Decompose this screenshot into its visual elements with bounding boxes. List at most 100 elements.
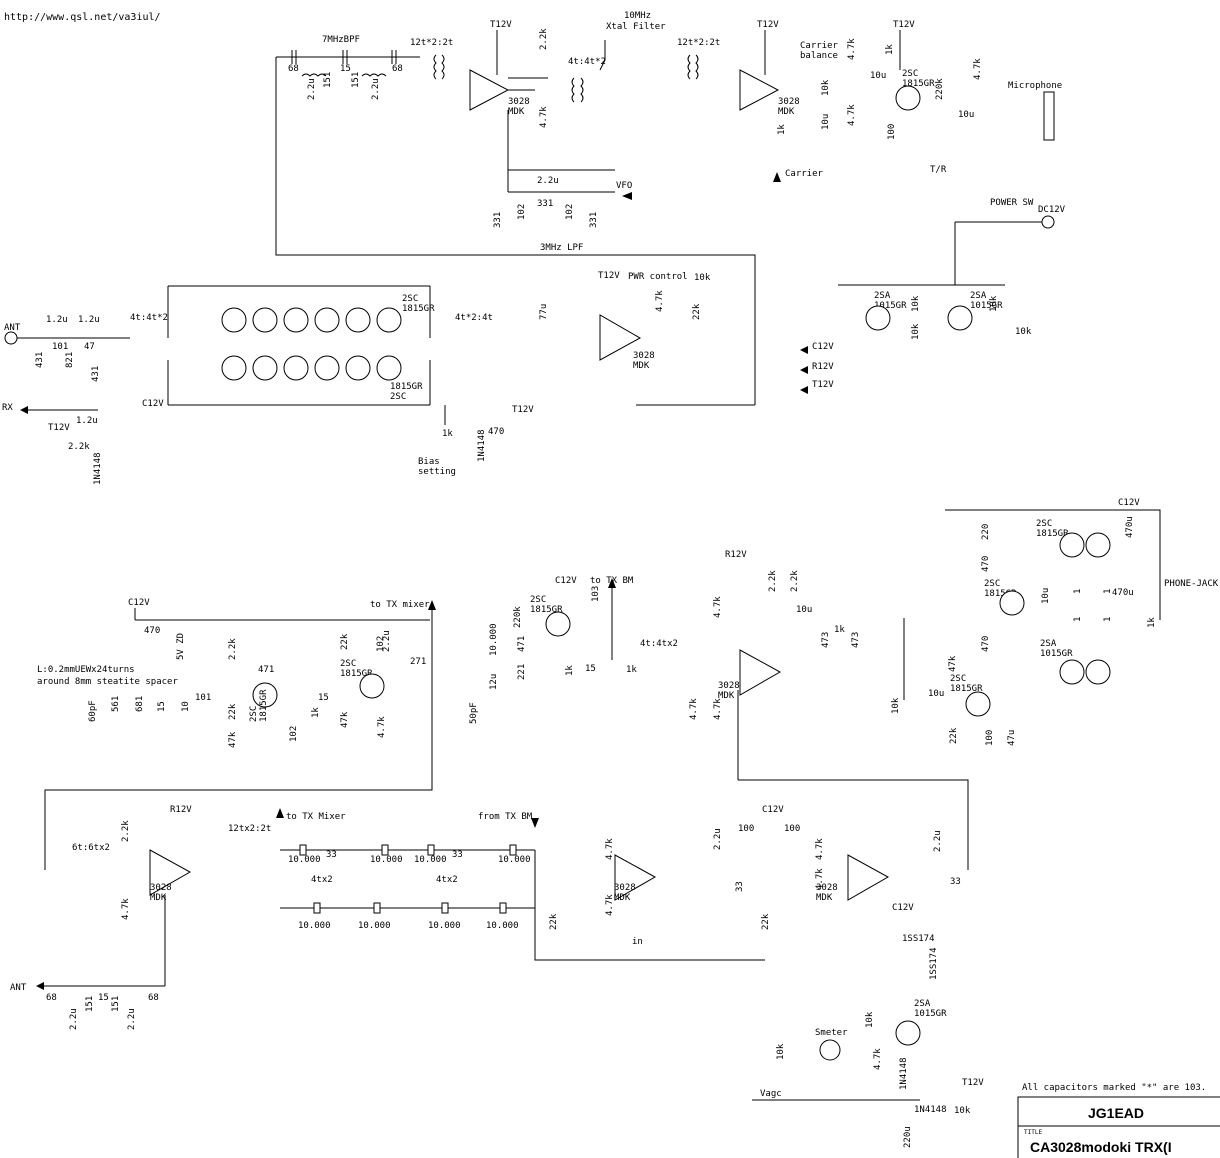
smeter-label: Smeter (815, 1028, 848, 1038)
res-10k-tr3: 10k (989, 295, 999, 312)
cap-221-co: 221 (517, 664, 527, 680)
res-1k-aud: 1k (1147, 617, 1157, 628)
cap-10u-pd: 10u (796, 605, 812, 615)
pa-transistor (376, 355, 402, 381)
q-aud1b (1085, 532, 1111, 558)
ind-2-2u-if1: 2.2u (713, 828, 723, 850)
cap-681: 681 (135, 696, 145, 712)
pot-10k-a: 10k (821, 79, 831, 96)
xtal-filter-freq: 10MHz (624, 11, 651, 21)
res-220-aud: 220 (981, 524, 991, 540)
cap-102-buf: 102 (376, 636, 386, 652)
to-tx-bm-arrow (608, 578, 616, 588)
res-22k-buf: 22k (340, 633, 350, 650)
cap-473-b: 473 (851, 632, 861, 648)
res-100-aud: 100 (985, 730, 995, 746)
ant-label-1[interactable]: ANT (4, 323, 21, 333)
res-4-7k-c: 4.7k (847, 104, 857, 126)
xfmr-4tx2-b: 4tx2 (436, 875, 458, 885)
q-vxo (545, 611, 571, 637)
title-block: JG1EAD TITLE CA3028modoki TRX(I (1017, 1096, 1220, 1158)
cap-331-a: 331 (493, 212, 503, 228)
res-47k-vxo: 47k (228, 731, 238, 748)
xtal-filter-label: Xtal Filter (606, 22, 666, 32)
ind-1-2u-a: 1.2u (46, 315, 68, 325)
xfmr-4t-pa-out: 4t*2:4t (455, 313, 493, 323)
cap-473-a: 473 (821, 632, 831, 648)
crystal (373, 902, 381, 914)
rail-t12v-1: T12V (490, 20, 512, 30)
cap-471-vxo: 471 (258, 665, 274, 675)
xtal-a2: 10.000 (370, 855, 403, 865)
cap-271: 271 (410, 657, 426, 667)
rail-c12v-5: C12V (892, 903, 914, 913)
cap-102-vxo: 102 (289, 726, 299, 742)
ladder-xtal-filter: to TX Mixer from TX BM 10.000 33 10.000 … (276, 808, 539, 931)
res-1-d: 1 (1103, 617, 1113, 622)
res-22k-aud: 22k (949, 727, 959, 744)
xtal-a3: 10.000 (414, 855, 447, 865)
res-2-2k-a: 2.2k (539, 28, 549, 50)
xfmr-12t-2: 12t*2:2t (677, 38, 720, 48)
cap-101-vxo: 101 (195, 693, 211, 703)
res-100-a: 100 (887, 124, 897, 140)
res-4-7k-a: 4.7k (539, 106, 549, 128)
xfmr-4t-1: 4t:4t*2 (568, 57, 606, 67)
crystal (509, 844, 517, 856)
cap-15-vxo: 15 (157, 701, 167, 712)
power-sw-label: POWER SW (990, 198, 1034, 208)
q-aud2 (999, 590, 1025, 616)
cap-151-rx1: 151 (85, 996, 95, 1012)
pa-transistor (283, 307, 309, 333)
res-2-2k-pd1: 2.2k (768, 570, 778, 592)
res-220k-co: 220k (513, 606, 523, 628)
res-4-7k-b: 4.7k (847, 38, 857, 60)
ind-77u: 77u (539, 304, 549, 320)
res-1-a: 1 (1073, 589, 1083, 594)
res-10k-agc: 10k (954, 1106, 971, 1116)
cap-10u-c: 10u (958, 110, 974, 120)
res-2-2k-mix: 2.2k (121, 820, 131, 842)
cap-102-a: 102 (517, 204, 527, 220)
res-4-7k-mix: 4.7k (121, 898, 131, 920)
cap-10u-aud2: 10u (928, 689, 944, 699)
xtal-b1: 10.000 (298, 921, 331, 931)
vfo-label: VFO (616, 181, 632, 191)
rx-bpf: ANT 1.2u 1.2u 101 47 431 821 431 RX 1.2u… (2, 315, 130, 485)
cap-10u-b: 10u (870, 71, 886, 81)
res-4-7k-pd3: 4.7k (713, 698, 723, 720)
res-2-2k-b: 2.2k (68, 442, 90, 452)
xtal-b2: 10.000 (358, 921, 391, 931)
q-buf (359, 673, 385, 699)
source-url[interactable]: http://www.qsl.net/va3iul/ (4, 12, 161, 23)
dc-jack (1041, 215, 1055, 229)
res-10k-tr1: 10k (911, 295, 921, 312)
res-470-aud2: 470 (981, 636, 991, 652)
cap-431-a: 431 (35, 352, 45, 368)
cap-102-b: 102 (565, 204, 575, 220)
ant-label-2[interactable]: ANT (10, 983, 27, 993)
crystal (299, 844, 307, 856)
cap-10u-a: 10u (821, 114, 831, 130)
rail-c12v-out: C12V (812, 342, 834, 352)
res-1k-co: 1k (565, 665, 575, 676)
author-name: JG1EAD (1088, 1105, 1144, 1121)
res-1k-vxo: 1k (311, 707, 321, 718)
res-22k-if1: 22k (549, 913, 559, 930)
res-22k-drv: 22k (692, 303, 702, 320)
res-2-2k-vxo: 2.2k (228, 638, 238, 660)
phone-jack-label[interactable]: PHONE-JACK (1164, 579, 1219, 589)
rx-arrow-icon (20, 406, 28, 414)
pot-10k-vol: 10k (891, 697, 901, 714)
xfmr-4tx2-a: 4tx2 (311, 875, 333, 885)
q-tr1 (865, 305, 891, 331)
